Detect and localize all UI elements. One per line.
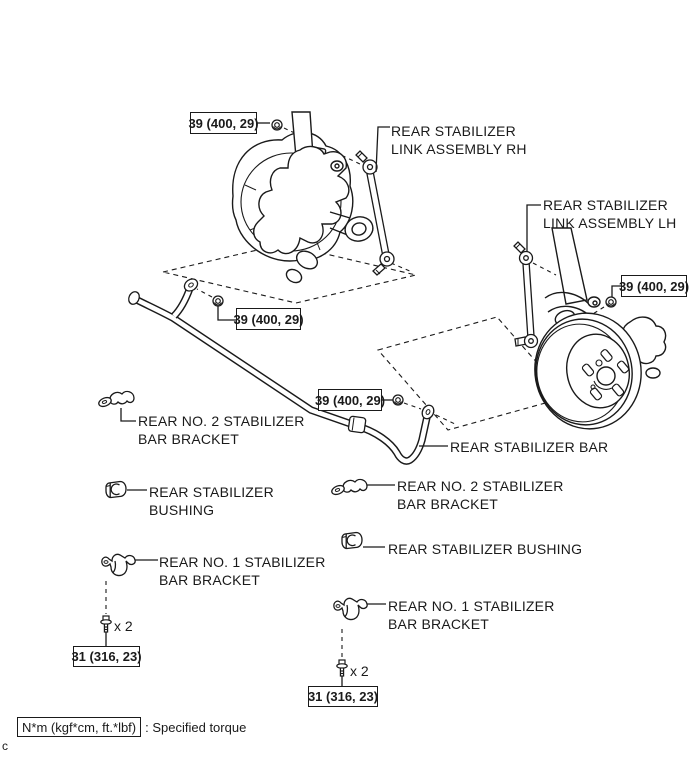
label-link-assembly-rh: REAR STABILIZER LINK ASSEMBLY RH	[391, 123, 527, 157]
torque-spec-box: 31 (316, 23)	[308, 686, 378, 707]
label-stabilizer-bar: REAR STABILIZER BAR	[450, 439, 609, 455]
label-no2-bracket-right: REAR NO. 2 STABILIZER BAR BRACKET	[397, 478, 564, 512]
torque-legend-description: : Specified torque	[145, 719, 247, 735]
bolt-icon	[100, 615, 112, 633]
no1-bracket-icon	[101, 553, 136, 577]
leader-lines	[105, 122, 621, 687]
torque-spec-box: 39 (400, 29)	[233, 308, 304, 330]
right-drum-assembly-drawing	[534, 227, 667, 430]
bushing-icon	[341, 531, 363, 550]
label-no1-bracket-left: REAR NO. 1 STABILIZER BAR BRACKET	[159, 554, 326, 588]
bushing-icon	[105, 480, 127, 499]
no2-bracket-icon	[329, 478, 368, 497]
torque-legend: N*m (kgf*cm, ft.*lbf) : Specified torque	[17, 717, 246, 737]
stabilizer-link-lh-drawing	[513, 241, 539, 349]
no2-bracket-icon	[96, 390, 135, 409]
torque-value: 39 (400, 29)	[233, 311, 304, 327]
torque-value: 39 (400, 29)	[188, 115, 259, 131]
no1-bracket-icon	[333, 597, 368, 621]
torque-spec-box: 39 (400, 29)	[618, 275, 690, 297]
torque-value: 39 (400, 29)	[618, 278, 690, 294]
torque-unit-box: N*m (kgf*cm, ft.*lbf)	[17, 717, 142, 737]
left-knuckle-assembly-drawing	[231, 111, 374, 284]
quantity-note: x 2	[350, 663, 369, 679]
stabilizer-bar-drawing	[128, 278, 435, 465]
bolt-icon	[336, 659, 348, 677]
torque-spec-box: 39 (400, 29)	[188, 112, 259, 134]
stabilizer-link-rh-drawing	[355, 150, 395, 276]
label-no2-bracket-left: REAR NO. 2 STABILIZER BAR BRACKET	[138, 413, 305, 447]
label-bushing-right: REAR STABILIZER BUSHING	[388, 541, 583, 557]
page-marker: c	[2, 739, 8, 753]
torque-spec-box: 31 (316, 23)	[71, 646, 142, 667]
torque-value: 31 (316, 23)	[71, 649, 142, 664]
torque-spec-box: 39 (400, 29)	[314, 389, 386, 411]
label-bushing-left: REAR STABILIZER BUSHING	[149, 484, 274, 518]
label-no1-bracket-right: REAR NO. 1 STABILIZER BAR BRACKET	[388, 598, 555, 632]
quantity-note: x 2	[114, 618, 133, 634]
label-link-assembly-lh: REAR STABILIZER LINK ASSEMBLY LH	[543, 197, 677, 231]
torque-value: 31 (316, 23)	[307, 689, 379, 704]
torque-value: 39 (400, 29)	[314, 392, 386, 408]
